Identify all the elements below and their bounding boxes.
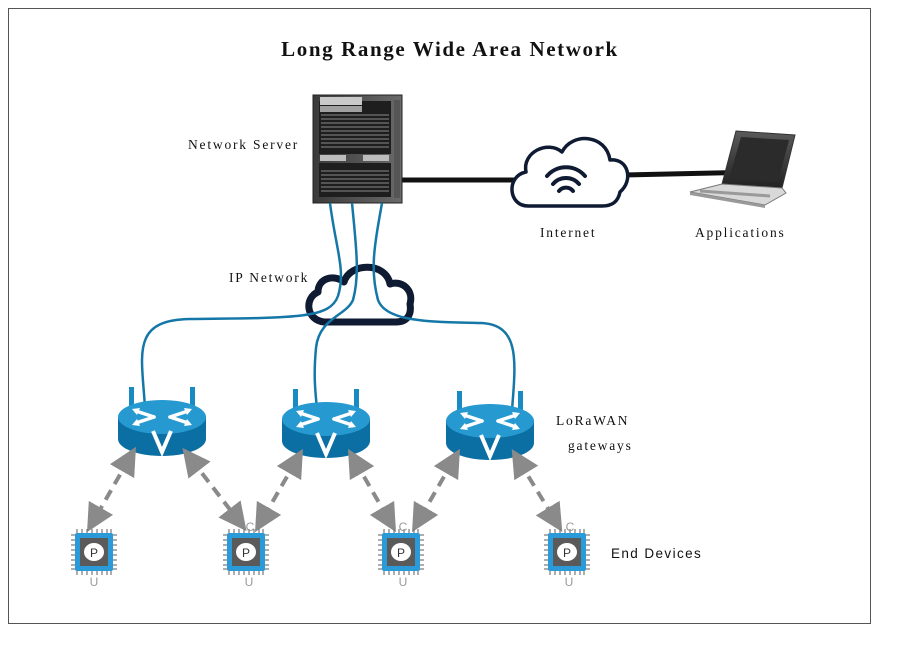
radio-links	[87, 446, 563, 533]
chip-bottom-label: U	[245, 575, 254, 589]
end-devices-label: End Devices	[611, 546, 702, 561]
internet-label: Internet	[540, 225, 596, 240]
applications-label: Applications	[695, 225, 786, 240]
laptop-icon	[689, 130, 796, 208]
diagram-frame	[8, 8, 871, 624]
chip-top-label: C	[566, 520, 575, 534]
end-device-2: C P U	[222, 520, 270, 589]
gateways-label-line2: gateways	[568, 438, 633, 453]
end-device-3: C P U	[377, 520, 425, 589]
ip-network-links	[140, 202, 516, 411]
chip-top-label: C	[399, 520, 408, 534]
ip-network-label: IP Network	[229, 270, 309, 285]
chip-bottom-label: U	[399, 575, 408, 589]
gateway-1-icon	[116, 385, 208, 458]
end-device-1: P U	[70, 528, 118, 589]
gateways-label-line1: LoRaWAN	[556, 413, 629, 428]
chip-center-label: P	[242, 546, 250, 560]
gateway-2-icon	[280, 387, 372, 460]
chip-center-label: P	[563, 546, 571, 560]
network-server-icon	[312, 94, 403, 204]
chip-center-label: P	[397, 546, 405, 560]
gateway-3-icon	[444, 389, 536, 462]
chip-bottom-label: U	[90, 575, 99, 589]
chip-center-label: P	[90, 546, 98, 560]
internet-cloud-icon	[510, 136, 630, 208]
network-server-label: Network Server	[188, 137, 299, 152]
chip-top-label: C	[246, 520, 255, 534]
chip-bottom-label: U	[565, 575, 574, 589]
end-device-4: C P U	[543, 520, 591, 589]
diagram-title: Long Range Wide Area Network	[281, 37, 619, 61]
